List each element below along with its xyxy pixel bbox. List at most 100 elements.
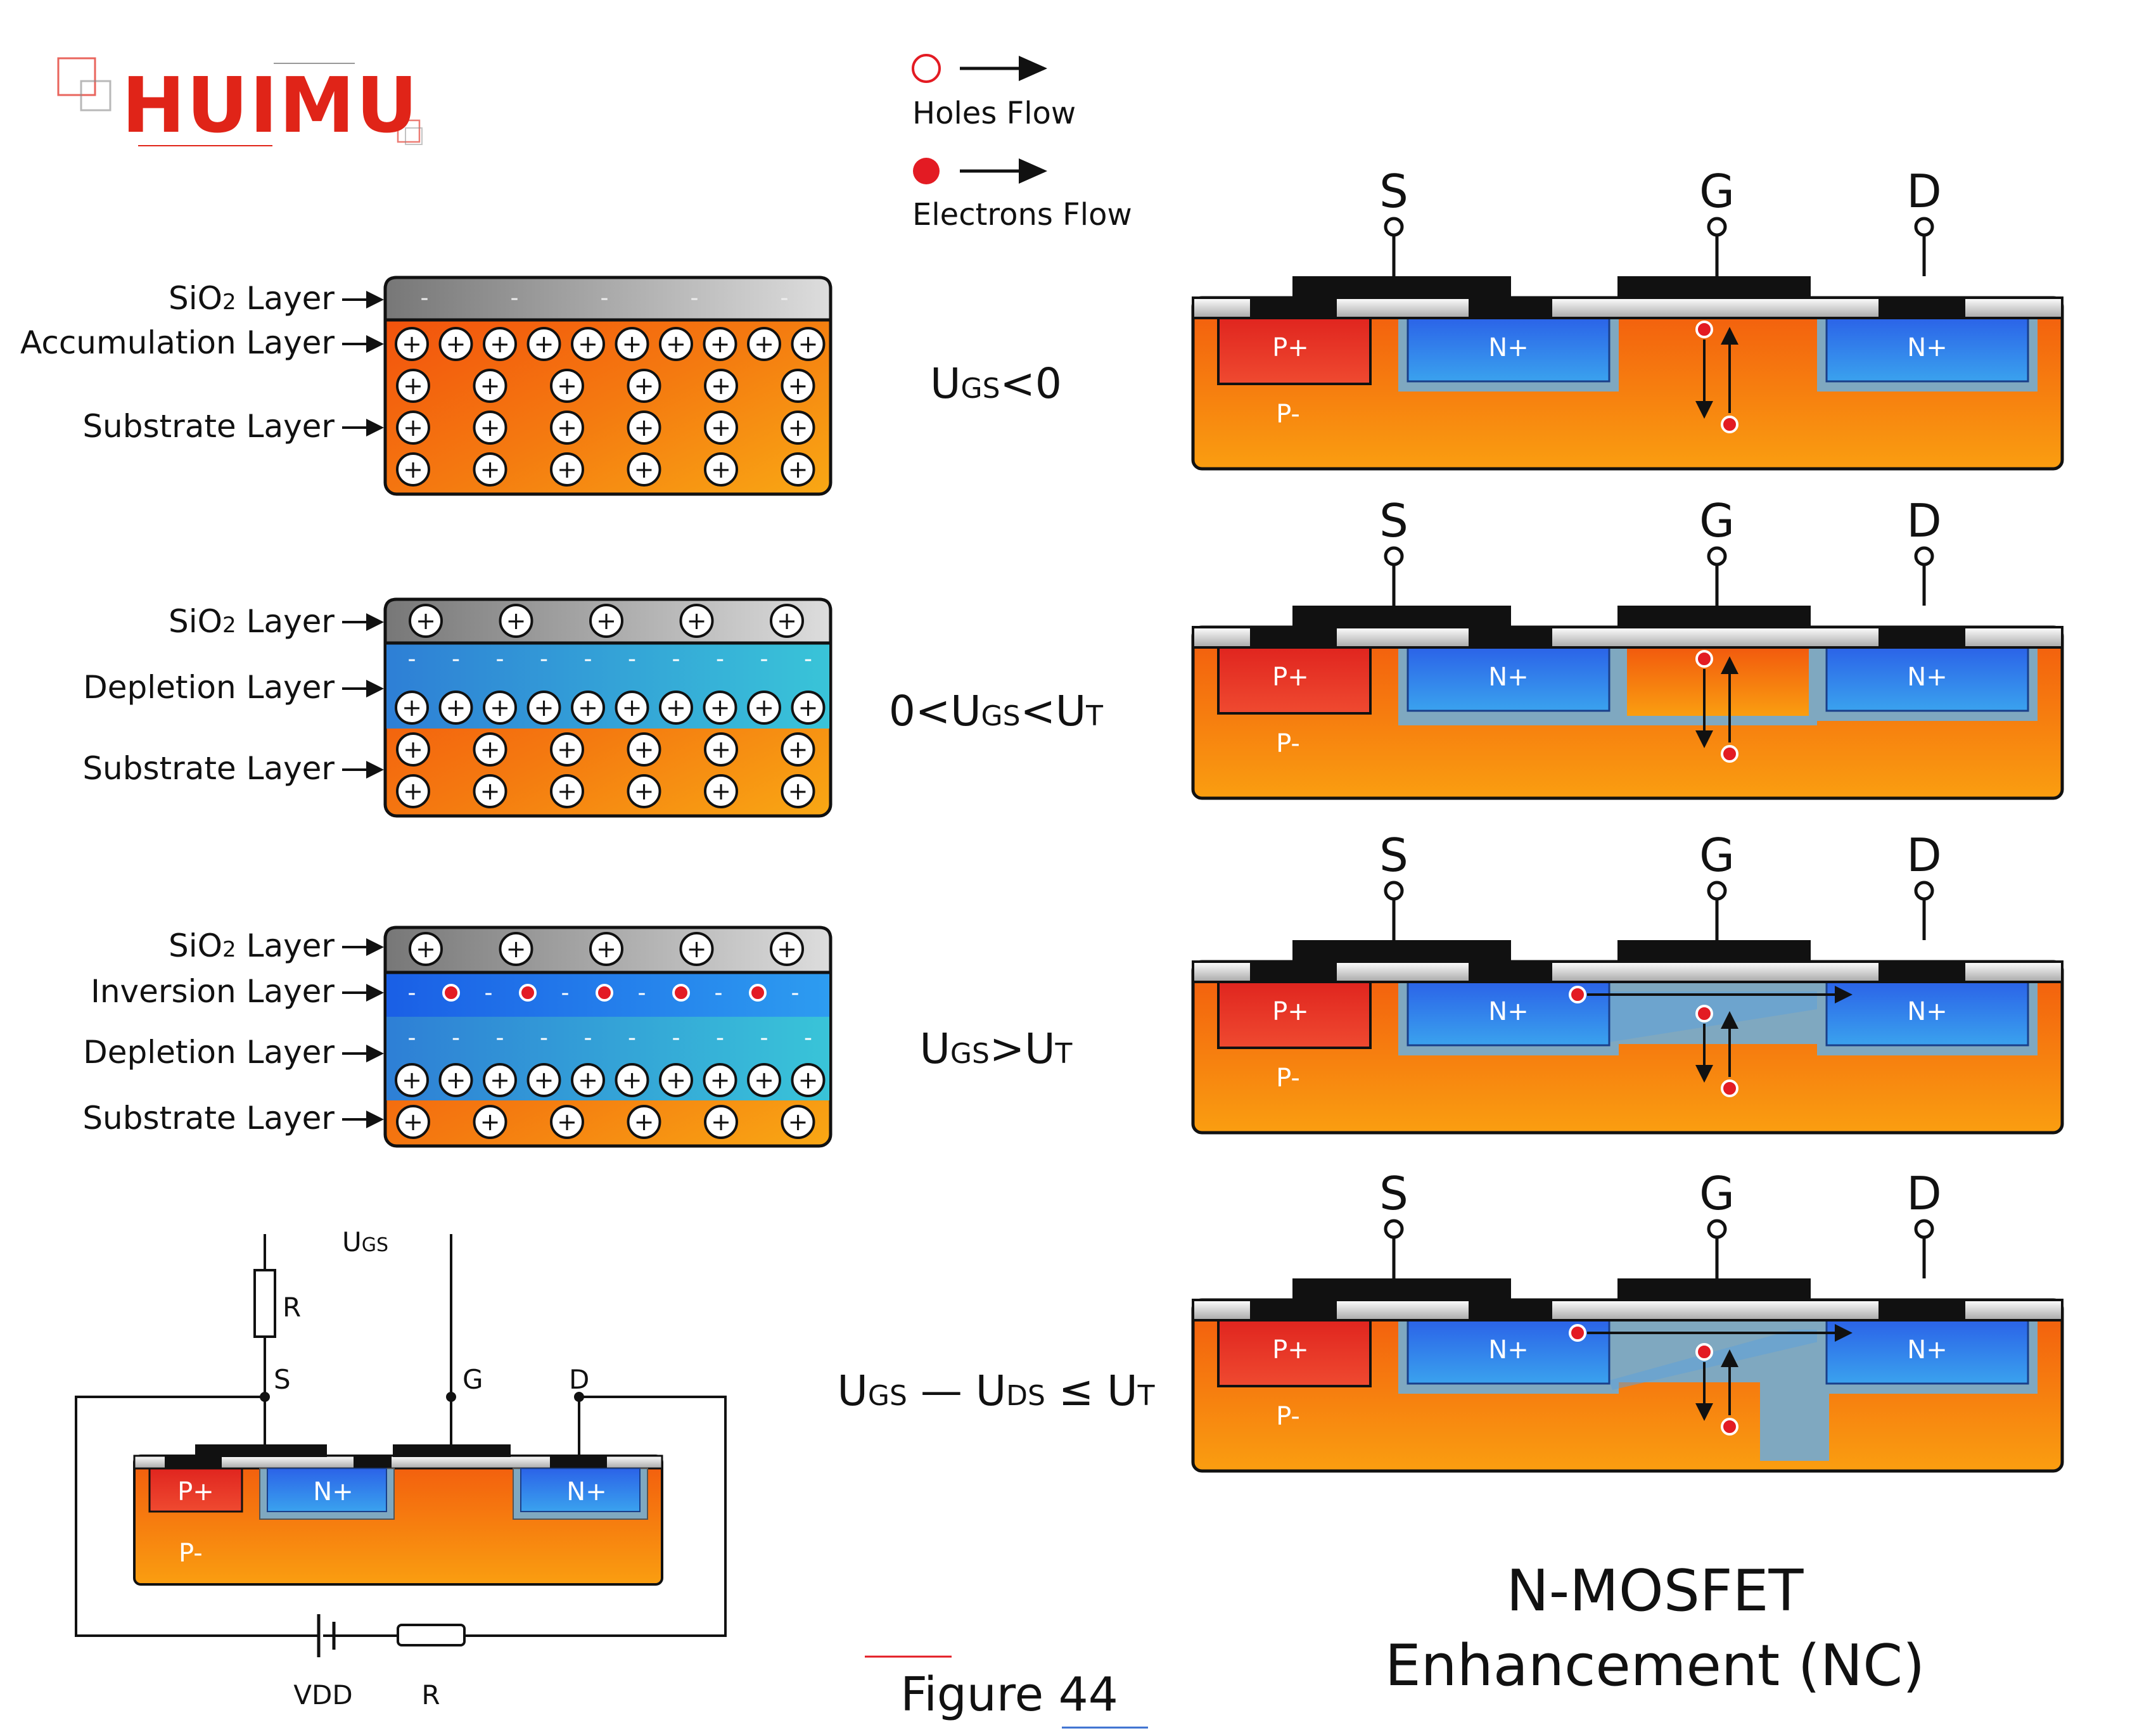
svg-text:+: +: [798, 1066, 819, 1094]
positive-charge-icon: +: [550, 1105, 584, 1139]
terminal-node-icon: [1914, 217, 1934, 237]
negative-charge-mark: -: [584, 646, 592, 672]
positive-charge-icon: +: [473, 732, 507, 767]
svg-text:+: +: [687, 607, 707, 635]
hole-icon: [1695, 1343, 1713, 1361]
electron-icon: [519, 984, 537, 1002]
substrate-layer-label-3: Substrate Layer: [82, 1100, 335, 1137]
svg-text:+: +: [403, 1108, 423, 1136]
terminal-node-icon: [1384, 217, 1404, 237]
svg-text:+: +: [403, 372, 423, 400]
negative-charge-mark: -: [760, 646, 769, 672]
positive-charge-icon: +: [781, 411, 815, 445]
p-plus-label: P+: [1272, 1335, 1309, 1365]
positive-charge-icon: +: [589, 604, 623, 638]
terminal-label: S: [1379, 1167, 1408, 1220]
negative-charge-mark: -: [791, 980, 800, 1006]
electron-icon: [596, 984, 613, 1002]
svg-text:+: +: [788, 777, 808, 805]
terminal-node-icon: [1384, 881, 1404, 901]
positive-charge-icon: +: [499, 604, 533, 638]
negative-charge-mark: -: [452, 1025, 460, 1051]
positive-charge-icon: +: [627, 452, 661, 487]
svg-text:+: +: [402, 1066, 422, 1094]
layer-stack-3: +++++----------------++++++++++++++++: [383, 926, 832, 1148]
hole-icon: [1695, 1005, 1713, 1022]
hole-icon: [1695, 650, 1713, 668]
depletion-layer-label-2: Depletion Layer: [83, 1034, 335, 1071]
svg-text:+: +: [711, 455, 731, 483]
terminal-node-icon: [1384, 546, 1404, 566]
legend: Holes Flow Electrons Flow: [912, 54, 1132, 232]
svg-text:+: +: [777, 607, 797, 635]
svg-text:+: +: [480, 414, 501, 442]
positive-charge-icon: +: [627, 369, 661, 403]
svg-text:+: +: [754, 694, 774, 722]
negative-charge-mark: -: [452, 646, 460, 672]
svg-text:+: +: [622, 330, 642, 358]
positive-charge-icon: +: [704, 774, 738, 808]
svg-text:+: +: [506, 607, 526, 635]
svg-text:+: +: [480, 735, 501, 763]
positive-charge-icon: +: [747, 1063, 781, 1097]
svg-text:+: +: [666, 330, 686, 358]
positive-charge-icon: +: [571, 1063, 605, 1097]
circuit-g-label: G: [462, 1364, 483, 1395]
negative-charge-mark: -: [408, 1025, 416, 1051]
logo-text: HUIMU: [122, 62, 419, 150]
svg-text:+: +: [666, 694, 686, 722]
svg-text:+: +: [534, 694, 554, 722]
terminal-node-icon: [1707, 546, 1727, 566]
hole-symbol-icon: [912, 54, 941, 83]
svg-text:+: +: [788, 414, 808, 442]
positive-charge-icon: +: [679, 604, 714, 638]
svg-text:+: +: [402, 694, 422, 722]
terminal-node-icon: [1914, 881, 1934, 901]
terminal-label: G: [1699, 165, 1735, 218]
positive-charge-icon: +: [483, 327, 517, 361]
negative-charge-mark: -: [540, 646, 548, 672]
svg-text:+: +: [788, 372, 808, 400]
positive-charge-icon: +: [589, 932, 623, 966]
svg-text:+: +: [416, 607, 436, 635]
terminal-label: D: [1906, 829, 1941, 882]
positive-charge-icon: +: [526, 691, 561, 725]
sio2-label-2: SiO2 Layer: [169, 603, 335, 640]
hole-icon: [1695, 321, 1713, 338]
svg-text:+: +: [446, 1066, 466, 1094]
negative-charge-mark: -: [716, 1025, 724, 1051]
svg-text:+: +: [711, 735, 731, 763]
svg-text:+: +: [480, 372, 501, 400]
svg-text:+: +: [403, 455, 423, 483]
condition-labels: UGS<0 0<UGS<UT UGS>UT UGS — UDS ≤ UT: [838, 359, 1155, 1415]
positive-charge-icon: +: [395, 1063, 429, 1097]
svg-text:+: +: [578, 330, 598, 358]
negative-charge-mark: -: [408, 980, 416, 1006]
svg-text:+: +: [534, 330, 554, 358]
positive-charge-icon: +: [770, 604, 804, 638]
circuit-d-label: D: [569, 1364, 589, 1395]
svg-text:+: +: [788, 1108, 808, 1136]
positive-charge-icon: +: [704, 411, 738, 445]
circuit-r-bottom-label: R: [421, 1679, 440, 1710]
circuit-vdd-label: VDD: [293, 1679, 352, 1710]
svg-text:+: +: [798, 694, 819, 722]
positive-charge-icon: +: [704, 369, 738, 403]
positive-charge-icon: +: [550, 369, 584, 403]
negative-charge-mark: -: [496, 1025, 504, 1051]
negative-charge-mark: -: [715, 980, 723, 1006]
svg-text:+: +: [754, 330, 774, 358]
svg-text:+: +: [634, 1108, 654, 1136]
captions: Figure 44 N-MOSFET Enhancement (NC): [865, 1558, 1925, 1729]
terminal-label: D: [1906, 165, 1941, 218]
device-title-line2: Enhancement (NC): [1385, 1633, 1925, 1699]
condition-ugs-minus-uds-le-ut: UGS — UDS ≤ UT: [838, 1366, 1155, 1415]
terminal-label: D: [1906, 1167, 1941, 1220]
svg-text:+: +: [490, 1066, 510, 1094]
negative-charge-mark: -: [781, 285, 789, 311]
p-minus-label: P-: [1276, 1402, 1300, 1431]
positive-charge-icon: +: [483, 1063, 517, 1097]
negative-charge-mark: -: [672, 1025, 680, 1051]
